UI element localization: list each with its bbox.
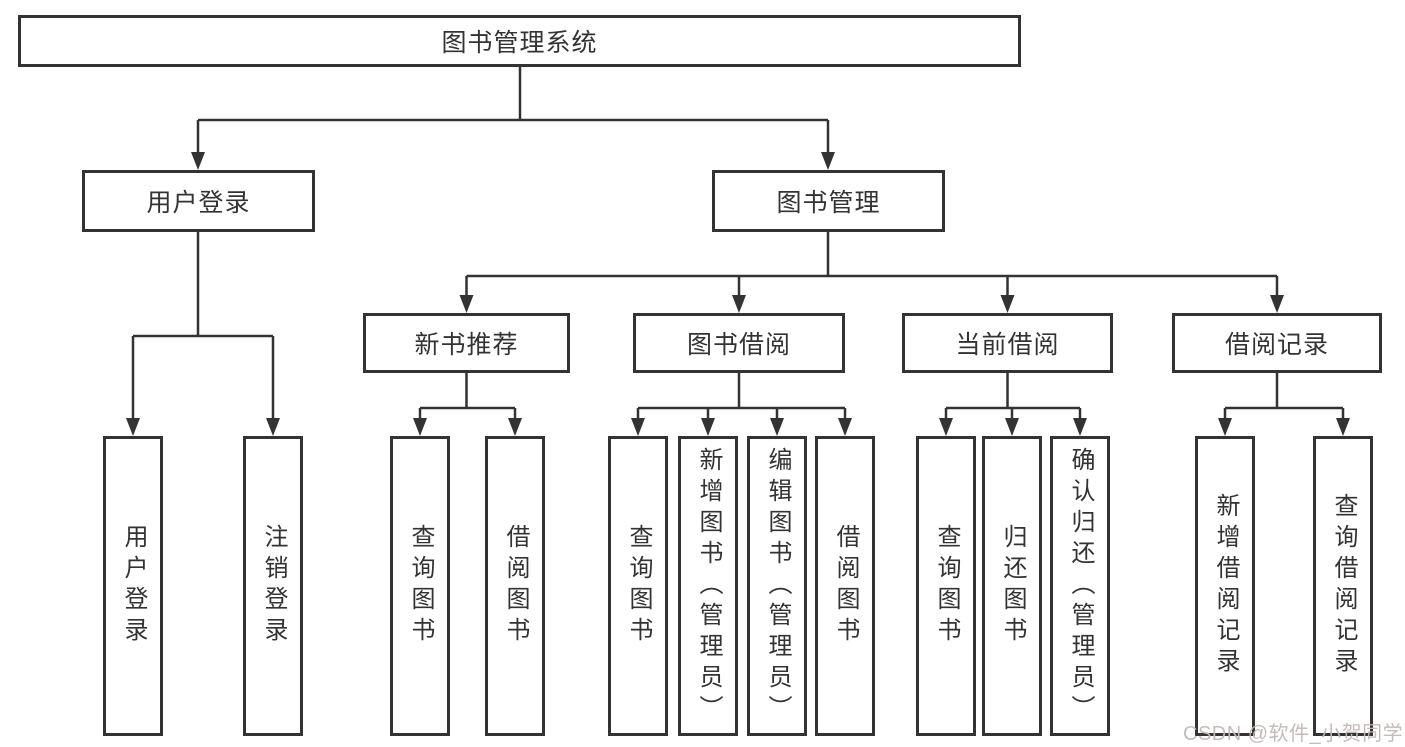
node-book-borrowing: 图书借阅 [633, 313, 845, 373]
arrowhead [413, 418, 427, 436]
leaf-label: 查询图书 [625, 524, 652, 648]
node-new-book-recommendation: 新书推荐 [363, 313, 570, 373]
node-book-management: 图书管理 [712, 170, 945, 232]
connector-newbook-to-leaves [418, 373, 517, 418]
leaf-label: 新增借阅记录 [1212, 493, 1239, 679]
node-borrowing-records: 借阅记录 [1172, 313, 1382, 373]
arrowhead [821, 152, 835, 170]
leaf-borrow-books: 借阅图书 [815, 436, 875, 736]
leaf-add-borrow-record: 新增借阅记录 [1195, 436, 1255, 736]
node-label: 图书管理系统 [441, 29, 598, 57]
arrowhead [459, 295, 474, 313]
arrowhead [1000, 295, 1015, 313]
arrowhead [508, 418, 522, 436]
node-library-management-system: 图书管理系统 [18, 15, 1021, 67]
arrowhead [732, 295, 746, 313]
csdn-watermark: CSDN @软件_小贺同学 [1183, 723, 1404, 745]
connector-borrowrecords-to-leaves [1223, 373, 1345, 418]
leaf-label: 新增图书（管理员） [695, 446, 722, 726]
connector-currentborrow-to-leaves [944, 373, 1082, 418]
connector-root-to-level2 [196, 67, 830, 152]
leaf-label: 归还图书 [999, 524, 1026, 648]
leaf-borrow-books-recommend: 借阅图书 [485, 436, 545, 736]
leaf-label: 编辑图书（管理员） [764, 446, 791, 726]
node-label: 当前借阅 [955, 331, 1060, 359]
leaf-query-books-borrow: 查询图书 [608, 436, 668, 736]
leaf-add-books-admin: 新增图书（管理员） [678, 436, 738, 736]
arrowhead [701, 418, 715, 436]
leaf-query-books-current: 查询图书 [916, 436, 976, 736]
node-label: 借阅记录 [1224, 331, 1329, 359]
leaf-label: 查询图书 [933, 524, 960, 648]
leaf-label: 查询借阅记录 [1330, 493, 1357, 679]
leaf-label: 确认归还（管理员） [1067, 446, 1094, 726]
arrowhead [191, 152, 205, 170]
arrowhead [1336, 418, 1350, 436]
arrowhead [1073, 418, 1087, 436]
leaf-confirm-return-admin: 确认归还（管理员） [1050, 436, 1110, 736]
leaf-edit-books-admin: 编辑图书（管理员） [747, 436, 807, 736]
arrowhead [1005, 418, 1019, 436]
leaf-label: 注销登录 [260, 524, 287, 648]
leaf-label: 用户登录 [120, 524, 147, 648]
arrowhead [266, 418, 280, 436]
node-current-borrowing: 当前借阅 [902, 313, 1113, 373]
connector-bookmgmt-to-level3 [465, 232, 1279, 295]
arrowhead [1218, 418, 1232, 436]
leaf-logout: 注销登录 [243, 436, 303, 736]
node-label: 图书管理 [776, 189, 881, 217]
leaf-query-borrow-record: 查询借阅记录 [1313, 436, 1373, 736]
arrowhead [126, 418, 140, 436]
node-label: 新书推荐 [414, 331, 519, 359]
connector-bookborrow-to-leaves [636, 373, 847, 418]
node-user-login: 用户登录 [82, 170, 315, 232]
node-label: 用户登录 [146, 189, 251, 217]
leaf-user-login: 用户登录 [103, 436, 163, 736]
leaf-return-books: 归还图书 [982, 436, 1042, 736]
arrowhead [631, 418, 645, 436]
connector-userlogin-to-leaves [131, 232, 275, 418]
arrowhead [770, 418, 784, 436]
arrowhead [838, 418, 852, 436]
arrowhead [1270, 295, 1284, 313]
node-label: 图书借阅 [686, 331, 791, 359]
leaf-label: 查询图书 [407, 524, 434, 648]
leaf-query-books-recommend: 查询图书 [390, 436, 450, 736]
leaf-label: 借阅图书 [832, 524, 859, 648]
arrowhead [939, 418, 953, 436]
leaf-label: 借阅图书 [502, 524, 529, 648]
